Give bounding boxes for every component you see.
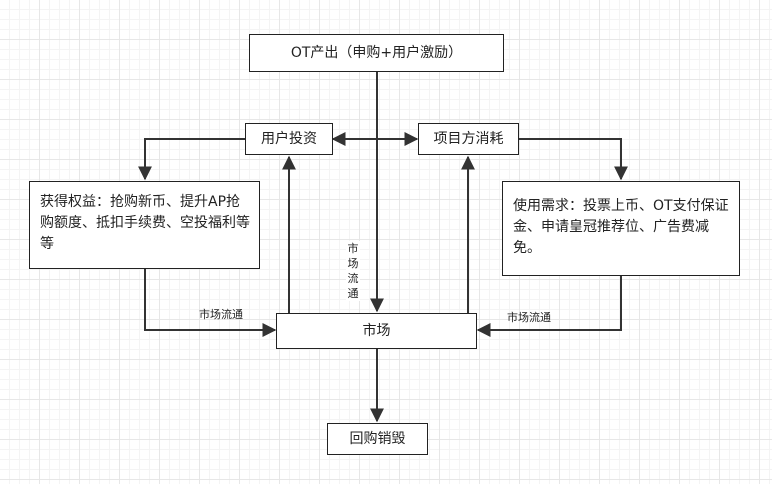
node-market-label: 市场 xyxy=(362,322,391,339)
node-benefits: 获得权益：抢购新币、提升AP抢购额度、抵扣手续费、空投福利等等 xyxy=(29,181,260,269)
node-user-invest: 用户投资 xyxy=(245,123,333,155)
node-project-consume: 项目方消耗 xyxy=(418,123,519,155)
node-project-consume-label: 项目方消耗 xyxy=(433,130,504,147)
edge-label-center-market-flow: 市场流通 xyxy=(346,241,360,301)
edge-label-right-market-flow: 市场流通 xyxy=(507,311,551,324)
node-buyback: 回购销毁 xyxy=(327,423,428,455)
edge-label-left-market-flow: 市场流通 xyxy=(199,308,243,321)
node-benefits-label: 获得权益：抢购新币、提升AP抢购额度、抵扣手续费、空投福利等等 xyxy=(40,194,250,252)
node-usage-demand: 使用需求：投票上币、OT支付保证金、申请皇冠推荐位、广告费减免。 xyxy=(502,181,740,276)
node-ot-output: OT产出（申购+用户激励） xyxy=(249,34,504,72)
node-ot-output-label: OT产出（申购+用户激励） xyxy=(290,44,463,61)
node-usage-demand-label: 使用需求：投票上币、OT支付保证金、申请皇冠推荐位、广告费减免。 xyxy=(513,198,729,256)
node-market: 市场 xyxy=(276,313,477,349)
node-buyback-label: 回购销毁 xyxy=(349,430,406,447)
node-user-invest-label: 用户投资 xyxy=(261,130,317,147)
